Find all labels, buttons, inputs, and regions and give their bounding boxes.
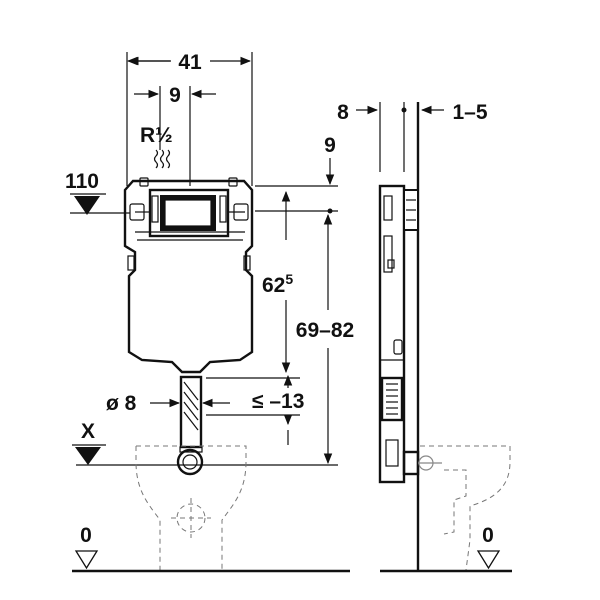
marker-axis-x: X xyxy=(72,420,106,465)
dimension-depth-8: 8 xyxy=(337,101,407,172)
floor-level-front: 0 xyxy=(72,524,350,573)
label-pipe-diameter: ø 8 xyxy=(106,392,137,415)
label-height-110: 110 xyxy=(65,170,99,193)
label-floor-front: 0 xyxy=(80,524,92,547)
flush-pipe xyxy=(176,375,204,476)
dimension-width-41: 41 xyxy=(126,51,253,186)
label-pipe-projection: ≤ –13 xyxy=(252,390,304,413)
label-thread: R½ xyxy=(140,124,173,147)
label-depth-range: 1–5 xyxy=(452,101,487,124)
label-top-offset-9: 9 xyxy=(324,134,336,157)
label-width-41: 41 xyxy=(178,51,202,74)
marker-height-110: 110 xyxy=(65,170,130,215)
label-axis-x: X xyxy=(81,420,95,443)
label-inlet-height: 625 xyxy=(262,271,293,297)
floor-level-side: 0 xyxy=(380,524,512,573)
label-floor-side: 0 xyxy=(482,524,494,547)
label-depth-8: 8 xyxy=(337,101,349,124)
side-view: 8 1–5 xyxy=(337,101,512,573)
label-pipe-offset-9: 9 xyxy=(169,84,181,107)
dimension-depth-range: 1–5 xyxy=(416,101,488,571)
dimension-height-range: 69–82 xyxy=(76,213,354,466)
toilet-bowl-outline xyxy=(135,445,247,570)
label-height-range: 69–82 xyxy=(296,319,354,342)
dimension-top-offset-9: 9 xyxy=(255,134,338,214)
toilet-side-outline xyxy=(418,445,511,571)
front-view: 41 9 R½ 9 110 xyxy=(65,51,354,573)
thread-callout: R½ xyxy=(140,124,173,169)
dimension-pipe-projection: ≤ –13 xyxy=(206,374,304,445)
cistern-body xyxy=(123,177,254,374)
dimension-pipe-diameter: ø 8 xyxy=(106,392,230,415)
frame-profile xyxy=(378,184,420,484)
dimension-pipe-offset-9: 9 xyxy=(134,84,216,186)
